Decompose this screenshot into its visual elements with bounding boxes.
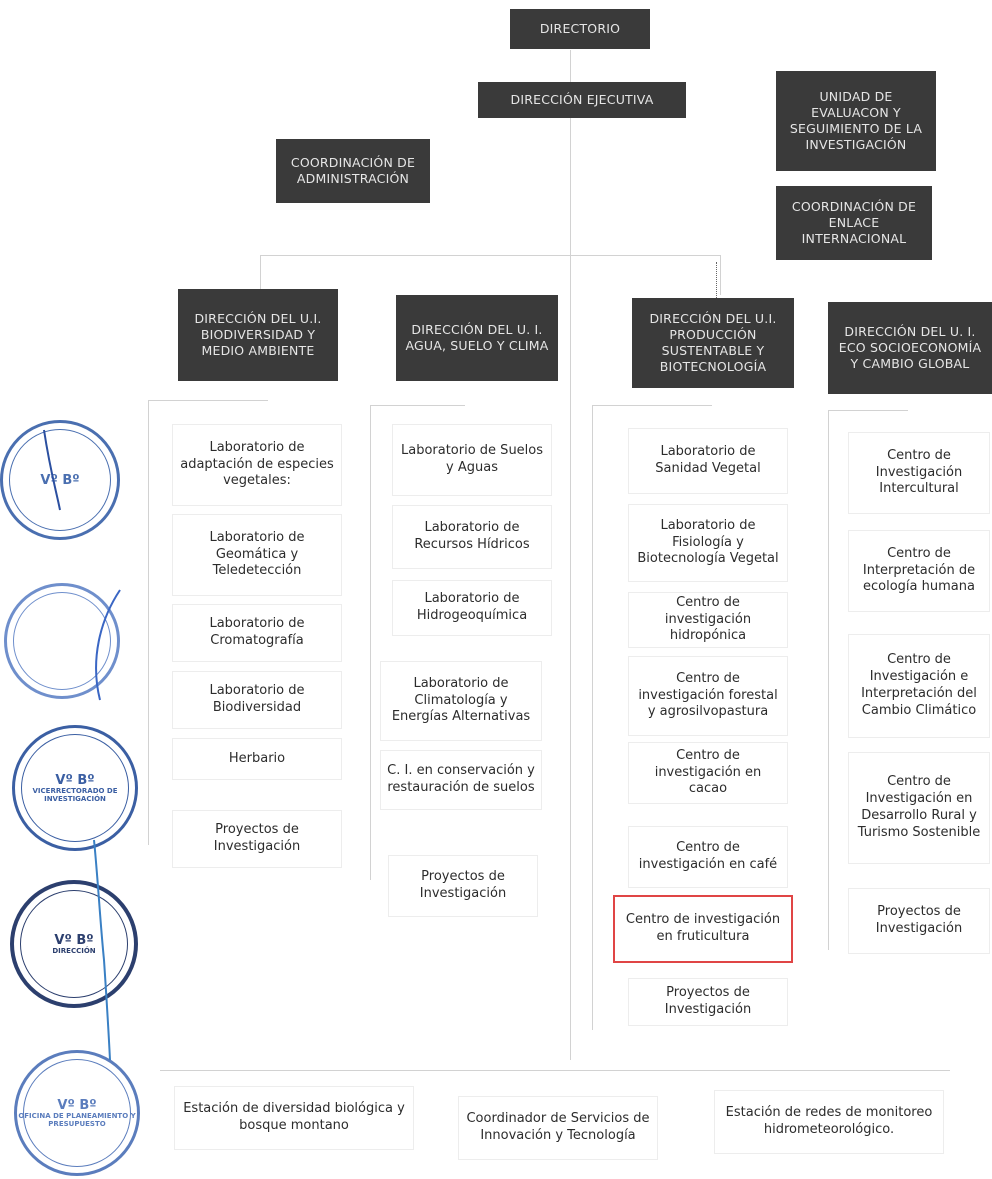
unit-head-agua-suelo-clima: DIRECCIÓN DEL U. I. AGUA, SUELO Y CLIMA — [396, 295, 558, 381]
item-lab-hidrogeoquimica: Laboratorio de Hidrogeoquímica — [392, 580, 552, 636]
bottom-estacion-redes: Estación de redes de monitoreo hidromete… — [714, 1090, 944, 1154]
stamp-1: Vº Bº — [0, 420, 120, 540]
unit-head-eco-socioeconomia: DIRECCIÓN DEL U. I. ECO SOCIOECONOMÍA Y … — [828, 302, 992, 394]
bottom-estacion-diversidad: Estación de diversidad biológica y bosqu… — [174, 1086, 414, 1150]
item-proyectos-2: Proyectos de Investigación — [388, 855, 538, 917]
item-lab-recursos-hidricos: Laboratorio de Recursos Hídricos — [392, 505, 552, 569]
node-coordinacion-enlace: COORDINACIÓN DE ENLACE INTERNACIONAL — [776, 186, 932, 260]
item-lab-suelos-aguas: Laboratorio de Suelos y Aguas — [392, 424, 552, 496]
item-lab-biodiversidad: Laboratorio de Biodiversidad — [172, 671, 342, 729]
bottom-coordinador-servicios: Coordinador de Servicios de Innovación y… — [458, 1096, 658, 1160]
unit-head-produccion: DIRECCIÓN DEL U.I. PRODUCCIÓN SUSTENTABL… — [632, 298, 794, 388]
item-lab-cromatografia: Laboratorio de Cromatografía — [172, 604, 342, 662]
node-direccion-ejecutiva: DIRECCIÓN EJECUTIVA — [478, 82, 686, 118]
unit-head-biodiversidad: DIRECCIÓN DEL U.I. BIODIVERSIDAD Y MEDIO… — [178, 289, 338, 381]
node-coordinacion-administracion: COORDINACIÓN DE ADMINISTRACIÓN — [276, 139, 430, 203]
item-lab-fisiologia: Laboratorio de Fisiología y Biotecnologí… — [628, 504, 788, 582]
stamp-2 — [4, 583, 120, 699]
item-proyectos-3: Proyectos de Investigación — [628, 978, 788, 1026]
item-ci-intercultural: Centro de Investigación Intercultural — [848, 432, 990, 514]
item-proyectos-1: Proyectos de Investigación — [172, 810, 342, 868]
item-ci-fruticultura: Centro de investigación en fruticultura — [613, 895, 793, 963]
item-proyectos-4: Proyectos de Investigación — [848, 888, 990, 954]
item-ci-desarrollo-rural: Centro de Investigación en Desarrollo Ru… — [848, 752, 990, 864]
item-ci-ecologia-humana: Centro de Interpretación de ecología hum… — [848, 530, 990, 612]
item-ci-cambio-climatico: Centro de Investigación e Interpretación… — [848, 634, 990, 738]
item-lab-adaptacion: Laboratorio de adaptación de especies ve… — [172, 424, 342, 506]
item-lab-climatologia: Laboratorio de Climatología y Energías A… — [380, 661, 542, 741]
node-unidad-evaluacion: UNIDAD DE EVALUACON Y SEGUIMIENTO DE LA … — [776, 71, 936, 171]
item-ci-cafe: Centro de investigación en café — [628, 826, 788, 888]
item-ci-forestal: Centro de investigación forestal y agros… — [628, 656, 788, 736]
item-herbario: Herbario — [172, 738, 342, 780]
item-lab-sanidad-vegetal: Laboratorio de Sanidad Vegetal — [628, 428, 788, 494]
node-directorio: DIRECTORIO — [510, 9, 650, 49]
item-ci-hidroponica: Centro de investigación hidropónica — [628, 592, 788, 648]
item-ci-conservacion: C. I. en conservación y restauración de … — [380, 750, 542, 810]
item-lab-geomatica: Laboratorio de Geomática y Teledetección — [172, 514, 342, 596]
item-ci-cacao: Centro de investigación en cacao — [628, 742, 788, 804]
